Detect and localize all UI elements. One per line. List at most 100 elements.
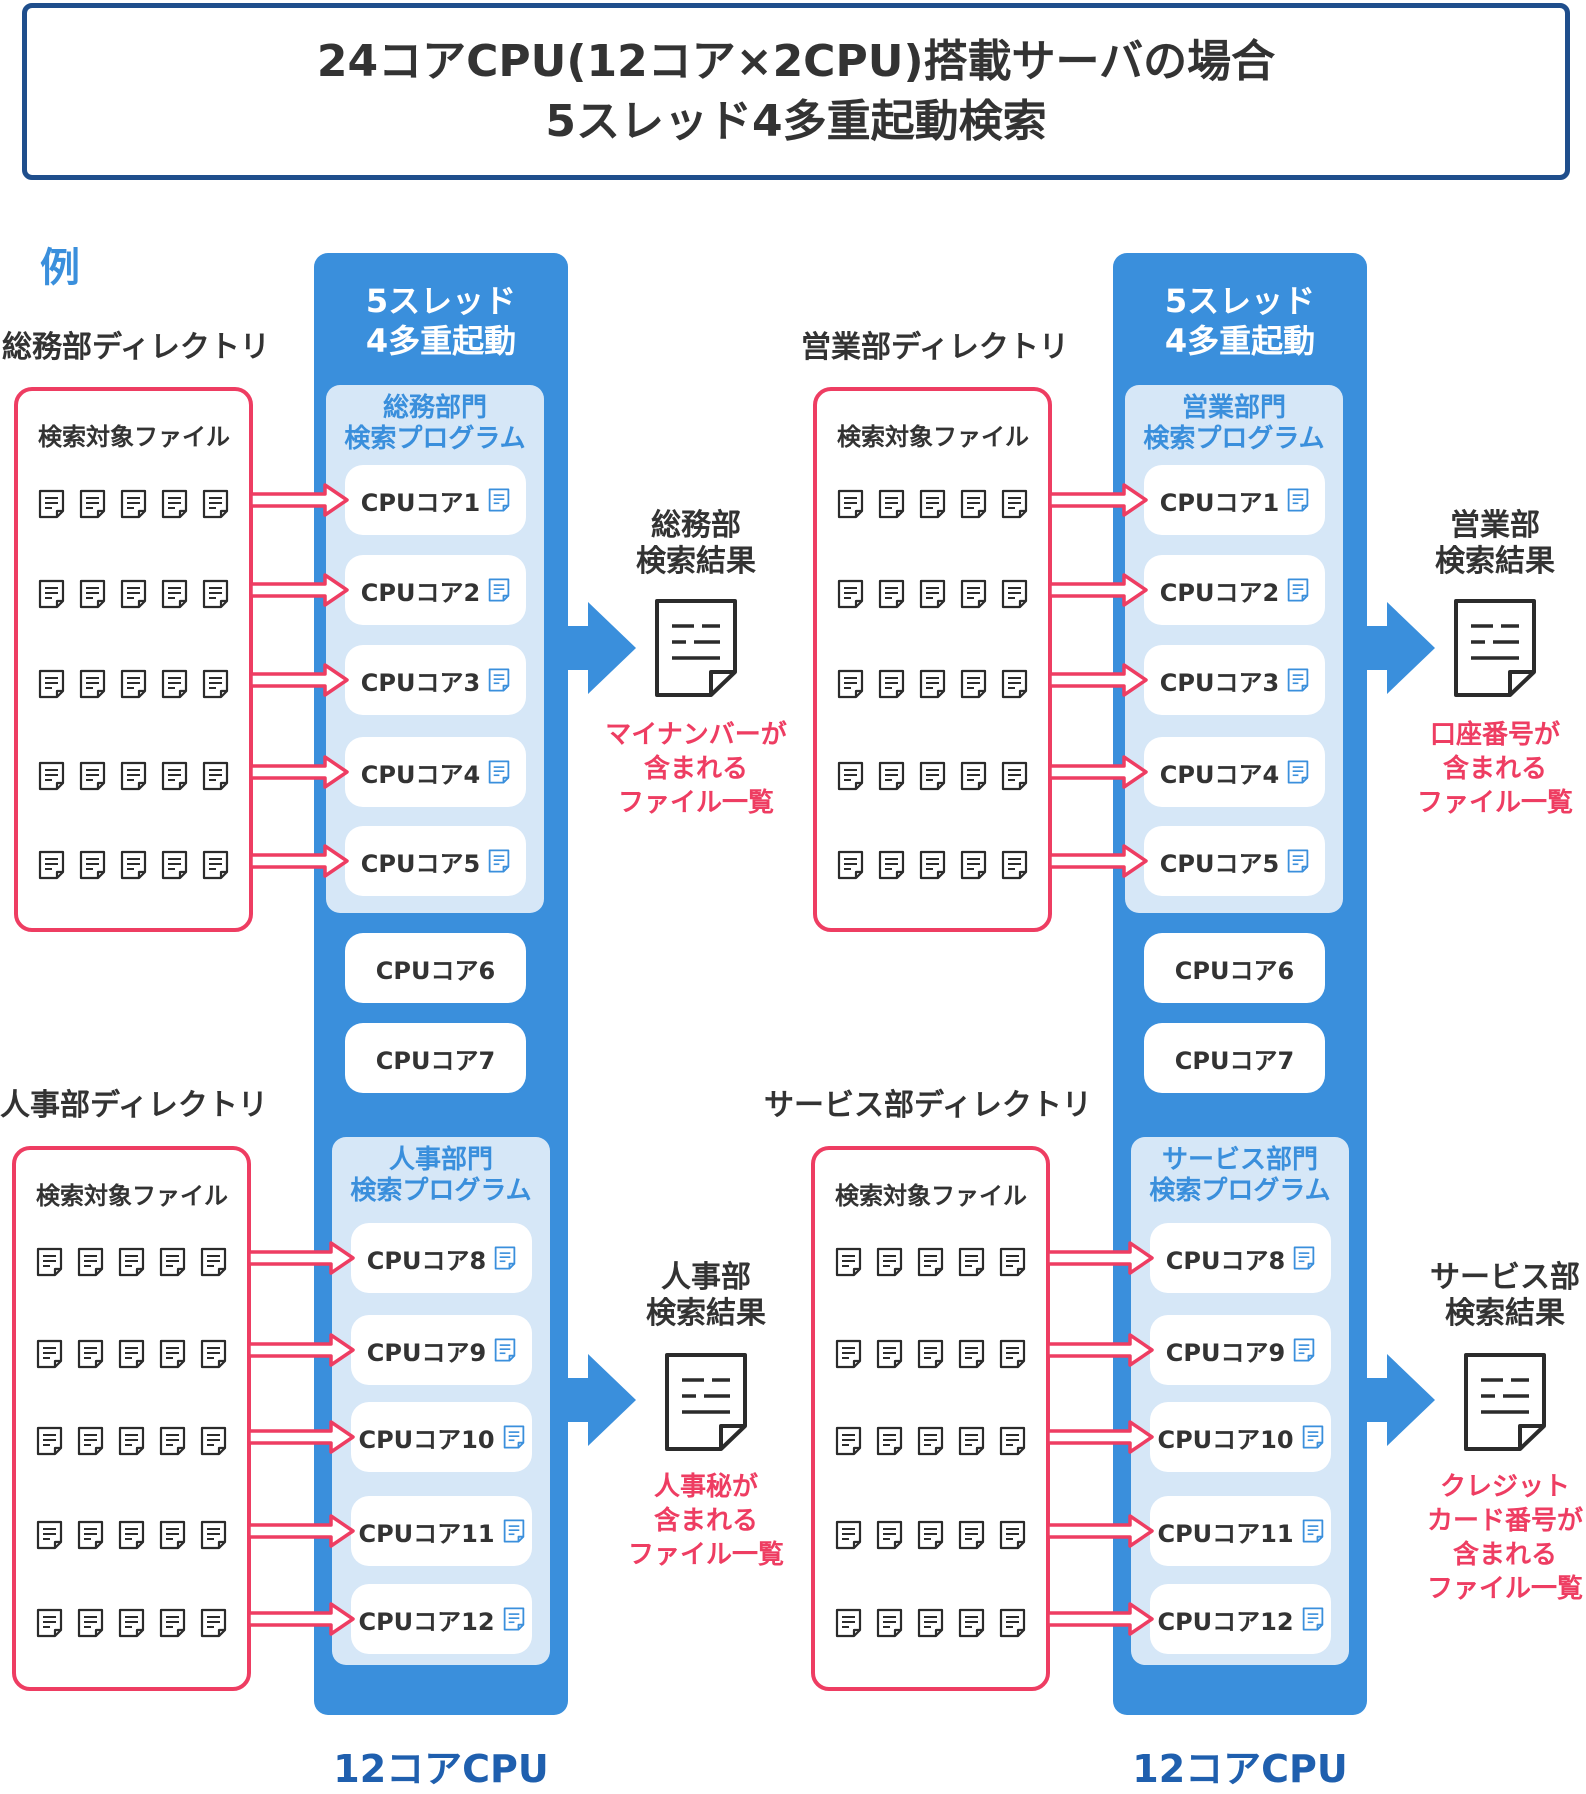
- file-document-icon: [77, 1520, 104, 1550]
- cpu-core: CPUコア10: [1150, 1402, 1331, 1472]
- file-to-core-arrow: [249, 573, 349, 607]
- file-row: [38, 761, 229, 791]
- file-document-icon: [919, 761, 946, 791]
- cpu-core-label: CPUコア10: [1157, 1425, 1294, 1454]
- file-row: [837, 850, 1028, 880]
- file-to-core-arrow: [1048, 483, 1148, 517]
- cpu-core: CPUコア4: [345, 737, 526, 807]
- file-document-icon: [202, 579, 229, 609]
- file-row: [36, 1339, 227, 1369]
- result-note: 人事秘が含まれるファイル一覧: [596, 1470, 816, 1572]
- cpu-core-label: CPUコア8: [366, 1246, 487, 1275]
- cpu-core-label: CPUコア1: [360, 488, 481, 517]
- cpu-core-label: CPUコア7: [1174, 1046, 1295, 1075]
- file-document-icon: [1001, 669, 1028, 699]
- file-document-icon: [917, 1608, 944, 1638]
- file-document-icon: [917, 1426, 944, 1456]
- file-document-icon: [835, 1426, 862, 1456]
- cpu-core: CPUコア3: [345, 645, 526, 715]
- file-document-icon: [878, 761, 905, 791]
- thread-document-icon: [494, 1246, 516, 1270]
- file-row: [36, 1608, 227, 1638]
- result-note-line: マイナンバーが: [605, 720, 787, 750]
- cpu-core-label: CPUコア12: [358, 1607, 495, 1636]
- file-to-core-arrow: [1046, 1241, 1154, 1275]
- file-document-icon: [1001, 761, 1028, 791]
- file-to-core-arrow: [1046, 1602, 1154, 1636]
- file-row: [835, 1339, 1026, 1369]
- file-document-icon: [999, 1608, 1026, 1638]
- file-document-icon: [835, 1247, 862, 1277]
- file-row: [835, 1608, 1026, 1638]
- file-to-core-arrow: [1048, 663, 1148, 697]
- file-document-icon: [118, 1426, 145, 1456]
- file-row: [835, 1426, 1026, 1456]
- file-document-icon: [200, 1339, 227, 1369]
- file-document-icon: [878, 579, 905, 609]
- file-document-icon: [38, 669, 65, 699]
- file-document-icon: [200, 1520, 227, 1550]
- thread-document-icon: [1293, 1338, 1315, 1362]
- file-document-icon: [837, 850, 864, 880]
- file-document-icon: [38, 579, 65, 609]
- thread-document-icon: [1287, 488, 1309, 512]
- file-document-icon: [161, 761, 188, 791]
- file-document-icon: [837, 761, 864, 791]
- cpu-core-label: CPUコア11: [1157, 1519, 1294, 1548]
- program-title-line2: 検索プログラム: [344, 424, 526, 454]
- file-document-icon: [159, 1520, 186, 1550]
- result-note-line: 含まれる: [653, 1506, 758, 1536]
- file-document-icon: [958, 1520, 985, 1550]
- result-note: 口座番号が含まれるファイル一覧: [1385, 718, 1586, 820]
- result-note-line: カード番号が: [1426, 1506, 1583, 1536]
- thread-document-icon: [488, 849, 510, 873]
- target-files-box: 検索対象ファイル: [813, 387, 1052, 932]
- cpu-core-label: CPUコア1: [1159, 488, 1280, 517]
- file-document-icon: [161, 850, 188, 880]
- file-document-icon: [960, 669, 987, 699]
- file-document-icon: [38, 850, 65, 880]
- cpu-core: CPUコア11: [1150, 1496, 1331, 1566]
- cpu-footer-label: 12コアCPU: [333, 1747, 549, 1791]
- cpu-core-label: CPUコア9: [1165, 1338, 1286, 1367]
- thread-document-icon: [503, 1607, 524, 1631]
- file-document-icon: [837, 489, 864, 519]
- thread-document-icon: [1287, 578, 1309, 602]
- cpu-core: CPUコア2: [1144, 555, 1325, 625]
- result-document: [654, 598, 738, 702]
- result-note-line: 含まれる: [643, 754, 748, 784]
- thread-document-icon: [503, 1425, 524, 1449]
- file-document-icon: [919, 850, 946, 880]
- file-document-icon: [1001, 579, 1028, 609]
- result-arrow: [564, 1354, 636, 1446]
- cpu-core: CPUコア11: [351, 1496, 532, 1566]
- column-head-line1: 5スレッド: [1164, 282, 1316, 320]
- file-document-icon: [1001, 850, 1028, 880]
- cpu-core-label: CPUコア9: [366, 1338, 487, 1367]
- file-to-core-arrow: [247, 1602, 355, 1636]
- file-document-icon: [77, 1339, 104, 1369]
- thread-document-icon: [1293, 1246, 1315, 1270]
- thread-document-icon: [1302, 1607, 1323, 1631]
- cpu-core-idle: CPUコア7: [1144, 1023, 1325, 1093]
- file-to-core-arrow: [247, 1333, 355, 1367]
- cpu-core: CPUコア2: [345, 555, 526, 625]
- cpu-core: CPUコア9: [1150, 1315, 1331, 1385]
- file-document-icon: [958, 1426, 985, 1456]
- file-to-core-arrow: [1046, 1514, 1154, 1548]
- file-document-icon: [878, 669, 905, 699]
- file-document-icon: [161, 579, 188, 609]
- file-document-icon: [118, 1520, 145, 1550]
- cpu-core-label: CPUコア6: [1174, 956, 1295, 985]
- result-document-icon: [655, 599, 737, 697]
- thread-document-icon: [494, 1338, 516, 1362]
- file-document-icon: [120, 579, 147, 609]
- result-document: [1463, 1352, 1547, 1456]
- file-to-core-arrow: [1048, 573, 1148, 607]
- title-line-2: 5スレッド4多重起動検索: [545, 95, 1047, 147]
- file-to-core-arrow: [247, 1420, 355, 1454]
- cpu-core-label: CPUコア5: [1159, 849, 1280, 878]
- target-files-box: 検索対象ファイル: [14, 387, 253, 932]
- result-note-line: 含まれる: [1442, 754, 1547, 784]
